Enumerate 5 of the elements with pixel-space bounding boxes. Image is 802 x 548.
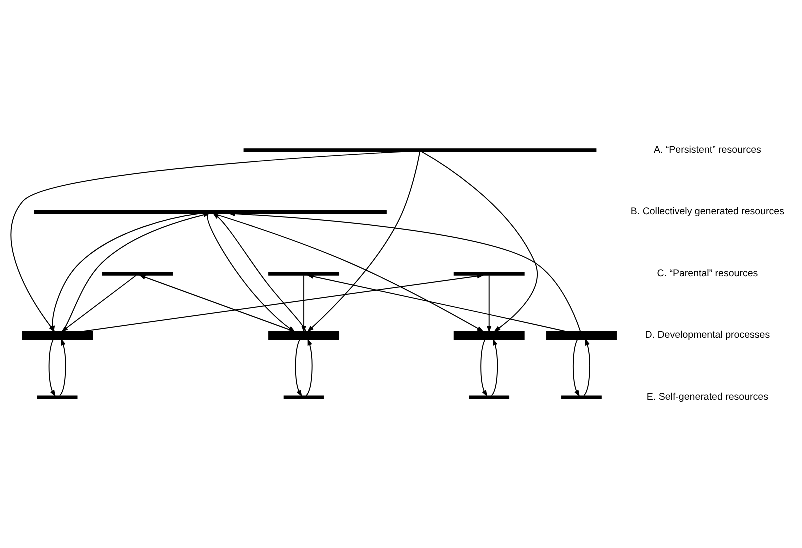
label: C. “Parental” resources (657, 268, 758, 280)
label: D. Developmental processes (645, 330, 770, 342)
label: B. Collectively generated resources (630, 206, 785, 218)
label: E. Self-generated resources (646, 392, 768, 403)
label: A. “Persistent” resources (654, 144, 762, 156)
